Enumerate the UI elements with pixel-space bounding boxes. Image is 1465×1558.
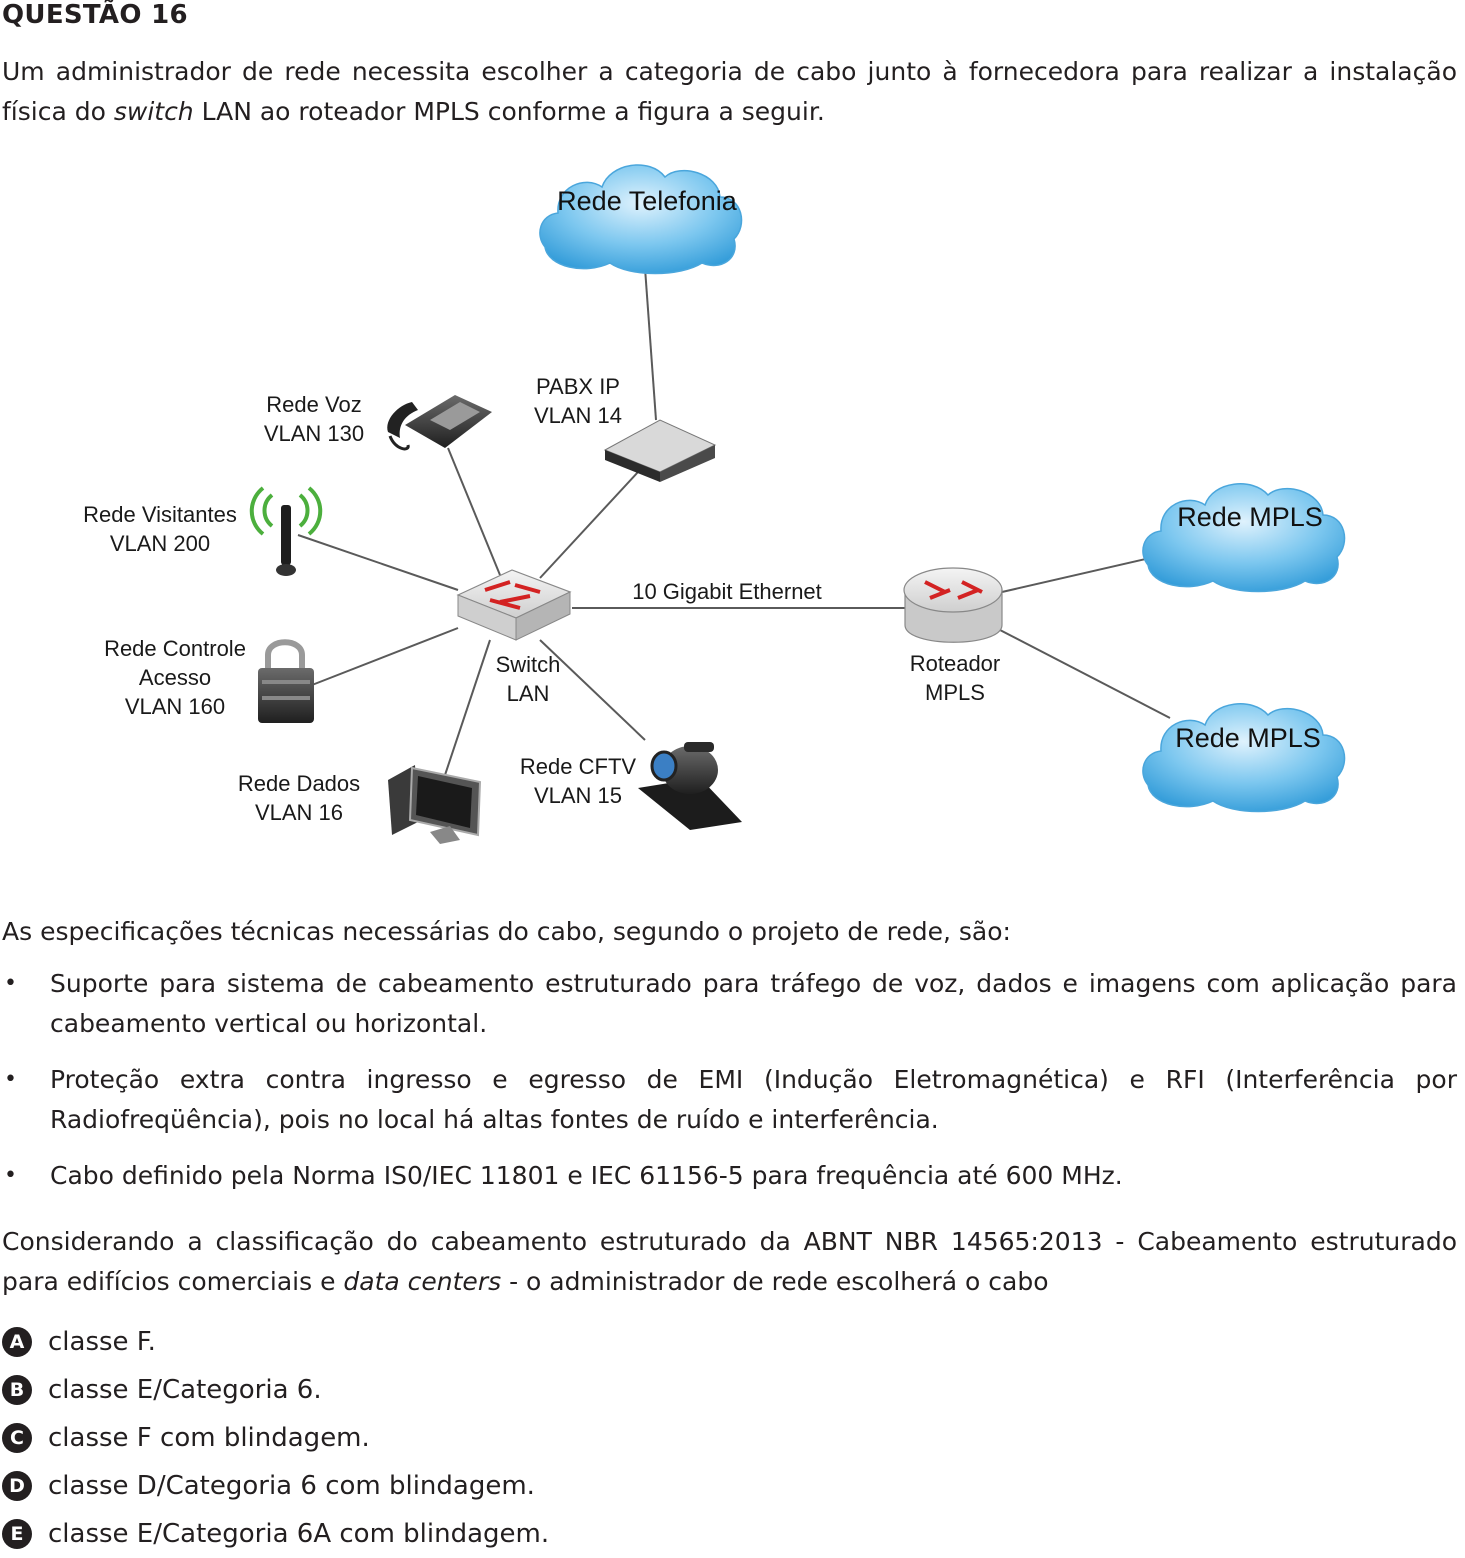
question-stem: Considerando a classificação do cabeamen… <box>2 1222 1457 1302</box>
question-title: QUESTÃO 16 <box>2 0 188 30</box>
switch-label-line1: Switch <box>496 652 561 677</box>
cloud-icon <box>539 164 743 275</box>
question-intro: Um administrador de rede necessita escol… <box>2 52 1457 132</box>
stem-italic-term: data centers <box>343 1267 502 1296</box>
cloud-icon <box>1142 703 1346 813</box>
option-text-d: classe D/Categoria 6 com blindagem. <box>48 1471 535 1501</box>
option-letter-a: A <box>2 1327 32 1357</box>
option-text-c: classe F com blindagem. <box>48 1423 370 1453</box>
cloud-mpls-2-label: Rede MPLS <box>1175 723 1321 753</box>
cftv-label-line2: VLAN 15 <box>534 783 622 808</box>
dados-label-line2: VLAN 16 <box>255 800 343 825</box>
wireless-antenna-icon <box>249 486 323 576</box>
cloud-icon <box>1142 483 1346 593</box>
router-label-line2: MPLS <box>925 680 985 705</box>
line-cftv-switch <box>539 639 646 741</box>
line-dados-switch <box>444 639 491 776</box>
dados-label-line1: Rede Dados <box>238 771 360 796</box>
line-pabx-switch <box>539 471 639 579</box>
visitantes-label-line2: VLAN 200 <box>110 531 210 556</box>
camera-icon <box>638 742 742 830</box>
pabx-label-line1: PABX IP <box>536 374 620 399</box>
cloud-mpls-1-label: Rede MPLS <box>1177 502 1323 532</box>
switch-icon <box>456 569 572 641</box>
cftv-label-line1: Rede CFTV <box>520 754 636 779</box>
list-item: • Proteção extra contra ingresso e egress… <box>0 1060 1457 1140</box>
padlock-icon <box>258 639 314 723</box>
spec-text: Proteção extra contra ingresso e egresso… <box>50 1065 1457 1134</box>
intro-text-1: Um administrador de rede necessita escol… <box>2 57 1457 126</box>
line-telefonia-pabx <box>644 267 657 421</box>
controle-label-line1: Rede Controle <box>104 636 246 661</box>
line-router-mpls2 <box>999 629 1171 719</box>
spec-text: Cabo definido pela Norma IS0/IEC 11801 e… <box>50 1161 1123 1190</box>
controle-label-line3: VLAN 160 <box>125 694 225 719</box>
link-speed-label: 10 Gigabit Ethernet <box>632 579 822 604</box>
line-visitantes-switch <box>297 534 459 591</box>
stem-text-2: - o administrador de rede escolherá o ca… <box>501 1267 1049 1296</box>
voz-label-line2: VLAN 130 <box>264 421 364 446</box>
intro-text-2: LAN ao roteador MPLS conforme a figura a… <box>193 97 825 126</box>
list-item: • Cabo definido pela Norma IS0/IEC 11801 … <box>0 1156 1457 1196</box>
pabx-icon <box>603 419 717 482</box>
switch-label-line2: LAN <box>507 681 550 706</box>
router-label-line1: Roteador <box>910 651 1001 676</box>
connection-lines <box>297 267 1171 776</box>
list-item: • Suporte para sistema de cabeamento estr… <box>0 964 1457 1044</box>
pabx-label-line2: VLAN 14 <box>534 403 622 428</box>
cloud-telefonia-label: Rede Telefonia <box>557 186 738 216</box>
visitantes-label-line1: Rede Visitantes <box>83 502 237 527</box>
router-icon <box>903 567 1003 643</box>
bullet-icon: • <box>4 1067 17 1092</box>
phone-icon <box>387 395 492 451</box>
computer-icon <box>388 765 482 844</box>
option-letter-b: B <box>2 1375 32 1405</box>
intro-italic-term: switch <box>113 97 194 126</box>
spec-text: Suporte para sistema de cabeamento estru… <box>50 969 1457 1038</box>
line-voz-switch <box>447 447 501 576</box>
voz-label-line1: Rede Voz <box>266 392 361 417</box>
stem-text-1: Considerando a classificação do cabeamen… <box>2 1227 1457 1296</box>
bullet-icon: • <box>4 971 17 996</box>
option-text-a: classe F. <box>48 1327 156 1357</box>
controle-label-line2: Acesso <box>139 665 211 690</box>
option-text-e: classe E/Categoria 6A com blindagem. <box>48 1519 550 1549</box>
option-letter-c: C <box>2 1423 32 1453</box>
option-letter-d: D <box>2 1471 32 1501</box>
line-router-mpls1 <box>1001 557 1151 593</box>
specs-list: • Suporte para sistema de cabeamento estr… <box>0 964 1457 1212</box>
option-text-b: classe E/Categoria 6. <box>48 1375 322 1405</box>
bullet-icon: • <box>4 1163 17 1188</box>
specs-intro: As especificações técnicas necessárias d… <box>2 917 1011 946</box>
network-diagram: Rede Telefonia PABX IP VLAN 14 Rede Voz … <box>83 164 1346 844</box>
option-letter-e: E <box>2 1519 32 1549</box>
line-controle-switch <box>311 627 459 686</box>
